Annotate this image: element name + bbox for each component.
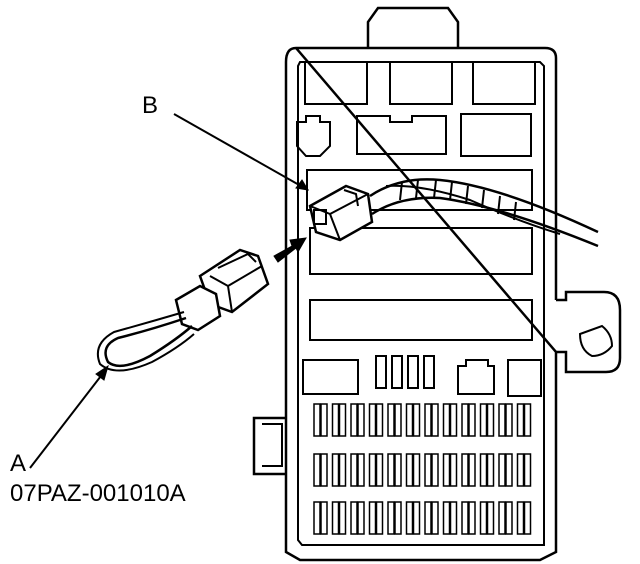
fuse-slot	[516, 501, 525, 535]
fuse-slot	[449, 501, 458, 535]
fuse-slot	[468, 501, 476, 535]
fuse-box	[252, 6, 622, 562]
fuse-slot	[412, 453, 421, 487]
fuse-slot	[375, 501, 384, 535]
fuse-slot	[350, 403, 358, 437]
fuse-slot	[375, 403, 384, 437]
fuse-slot	[516, 453, 525, 487]
fuse-slot	[523, 453, 532, 487]
fuse-slot	[461, 501, 469, 535]
fuse-slot	[505, 501, 513, 535]
fuse-slot	[523, 501, 532, 535]
callout-label-b: B	[142, 92, 159, 119]
fuse-slot	[320, 453, 328, 487]
fuse-slot	[387, 501, 395, 535]
fuse-slot	[338, 453, 347, 487]
fuse-slot	[431, 453, 439, 487]
fuse-slot	[350, 501, 358, 535]
fuse-slot-rows	[313, 403, 532, 535]
fuse-slot	[498, 453, 506, 487]
fuse-slot	[313, 501, 321, 535]
fuse-slot	[479, 453, 488, 487]
fuse-slot	[320, 501, 328, 535]
fuse-slot	[412, 403, 421, 437]
fuse-slot	[405, 501, 414, 535]
fuse-slot	[338, 403, 347, 437]
fuse-slot	[468, 403, 476, 437]
fuse-slot	[479, 501, 488, 535]
fuse-slot	[486, 403, 495, 437]
fuse-slot	[338, 501, 347, 535]
fuse-slot	[412, 501, 421, 535]
fuse-slot	[375, 453, 384, 487]
fuse-slot	[368, 403, 377, 437]
fuse-slot	[505, 453, 513, 487]
fuse-slot	[449, 403, 458, 437]
fuse-slot	[350, 453, 358, 487]
fuse-slot	[320, 403, 328, 437]
fuse-slot	[431, 501, 439, 535]
fuse-slot	[331, 403, 340, 437]
fuse-slot	[424, 501, 432, 535]
fuse-slot	[357, 453, 365, 487]
fuse-slot	[516, 403, 525, 437]
fuse-slot	[461, 453, 469, 487]
harness-connector	[308, 178, 599, 248]
jumper-connector-a	[96, 237, 307, 372]
fuse-slot	[331, 501, 340, 535]
fuse-slot	[424, 453, 432, 487]
fuse-slot	[468, 453, 476, 487]
fuse-slot	[442, 501, 451, 535]
fuse-slot	[431, 403, 439, 437]
fuse-slot	[368, 501, 377, 535]
fuse-slot	[405, 453, 414, 487]
fuse-slot	[424, 403, 432, 437]
part-number-label: 07PAZ-001010A	[10, 480, 186, 507]
fuse-slot	[387, 453, 395, 487]
fuse-slot	[442, 453, 451, 487]
fuse-slot	[523, 403, 532, 437]
fuse-slot	[394, 501, 402, 535]
fuse-slot	[405, 403, 414, 437]
fuse-slot	[486, 501, 495, 535]
fuse-slot	[368, 453, 377, 487]
fuse-slot	[461, 403, 469, 437]
fuse-slot	[498, 501, 506, 535]
fuse-slot	[498, 403, 506, 437]
fuse-slot	[313, 403, 321, 437]
fuse-slot	[449, 453, 458, 487]
fuse-slot	[394, 403, 402, 437]
fuse-slot	[331, 453, 340, 487]
fuse-slot	[479, 403, 488, 437]
fuse-slot	[394, 453, 402, 487]
fuse-slot	[486, 453, 495, 487]
leader-lines	[29, 113, 309, 469]
fuse-slot	[313, 453, 321, 487]
fuse-slot	[442, 403, 451, 437]
fuse-slot	[505, 403, 513, 437]
fuse-slot	[357, 501, 365, 535]
fuse-slot	[387, 403, 395, 437]
callout-label-a: A	[10, 450, 27, 477]
fuse-slot	[357, 403, 365, 437]
